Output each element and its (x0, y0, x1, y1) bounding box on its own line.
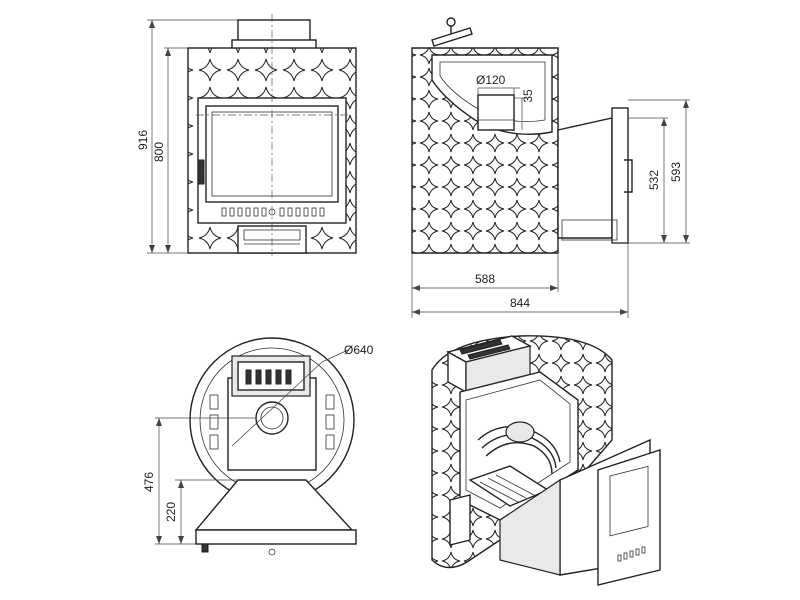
front-height-body-label: 800 (152, 142, 166, 162)
iso-grate-bars (479, 474, 535, 503)
front-view: 916 800 (136, 14, 357, 256)
front-dimension-lines (147, 19, 238, 254)
iso-stones (459, 339, 511, 360)
side-lid-knob (446, 17, 456, 27)
top-base-plate (195, 529, 357, 545)
side-total-height-label: 593 (669, 162, 683, 182)
iso-heat-exchanger (477, 421, 561, 475)
iso-door (597, 449, 661, 586)
front-height-total-label: 916 (136, 130, 150, 150)
front-door-handle (197, 159, 205, 185)
iso-door-vents (617, 546, 646, 562)
side-lid (431, 27, 473, 47)
side-view: Ø120 35 532 593 588 844 (411, 17, 690, 318)
side-flue-dimensions (477, 87, 526, 130)
side-flue-diameter-label: Ø120 (476, 73, 506, 87)
side-door-frame (611, 107, 629, 244)
iso-door-glass (609, 465, 649, 537)
side-height-dimensions (612, 99, 690, 244)
top-height-dimensions (155, 417, 256, 545)
side-depth-total-label: 844 (510, 296, 530, 310)
side-depth-dimensions (411, 243, 629, 318)
front-air-vents (221, 207, 325, 217)
top-diameter-leader (231, 361, 323, 447)
iso-ash-box (449, 494, 471, 546)
side-tunnel-height-label: 532 (647, 170, 661, 190)
side-depth-body-label: 588 (475, 272, 495, 286)
side-flue-pipe (477, 94, 515, 131)
top-flue-inner (260, 406, 284, 430)
side-flue-offset-label: 35 (521, 89, 535, 103)
top-side-slots (209, 394, 335, 450)
top-diameter-label: Ø640 (344, 343, 374, 357)
top-flue-height-label: 476 (142, 472, 156, 492)
side-door-handle (624, 159, 633, 193)
top-grate-slots (245, 369, 292, 385)
top-base-height-label: 220 (164, 502, 178, 522)
isometric-cutaway-view (431, 335, 661, 586)
top-base (194, 479, 354, 531)
top-view: Ø640 476 220 (142, 337, 374, 556)
